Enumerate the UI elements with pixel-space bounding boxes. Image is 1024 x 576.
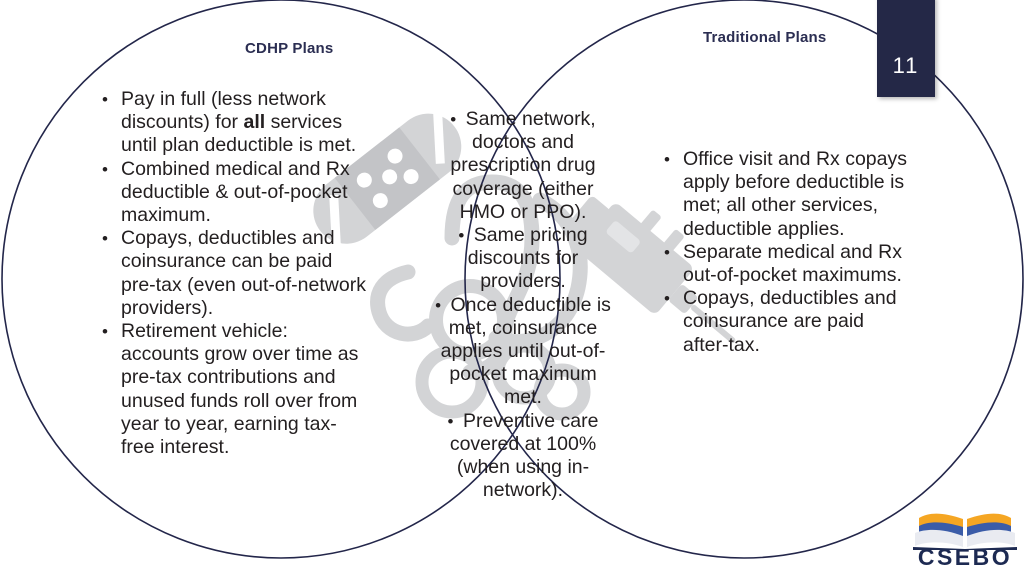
list-item: Same network, doctors and prescription d… bbox=[428, 108, 618, 224]
list-item: Copays, deductibles and coinsurance can … bbox=[98, 227, 366, 320]
bullet-list: Pay in full (less network discounts) for… bbox=[98, 88, 366, 459]
list-item: Copays, deductibles and coinsurance are … bbox=[660, 287, 910, 357]
list-item: Once deductible is met, coinsurance appl… bbox=[428, 294, 618, 410]
logo-wordmark: CSEBO bbox=[917, 544, 1013, 570]
item-text: Retirement vehicle: accounts grow over t… bbox=[121, 320, 359, 459]
bullet-list: Same network, doctors and prescription d… bbox=[428, 108, 618, 502]
bullet-list: Office visit and Rx copays apply before … bbox=[660, 148, 910, 357]
item-text: Same pricing discounts for providers. bbox=[467, 224, 588, 293]
item-text: Copays, deductibles and coinsurance can … bbox=[121, 227, 366, 319]
item-text: Copays, deductibles and coinsurance are … bbox=[683, 287, 897, 356]
page-number-label: 11 bbox=[892, 53, 920, 78]
csebo-logo: CSEBO bbox=[913, 506, 1017, 572]
list-item: Retirement vehicle: accounts grow over t… bbox=[98, 320, 366, 459]
emphasis-text: all bbox=[243, 111, 266, 134]
item-text: Once deductible is met, coinsurance appl… bbox=[440, 293, 611, 409]
shared-features-list: Same network, doctors and prescription d… bbox=[428, 108, 618, 502]
list-item: Combined medical and Rx deductible & out… bbox=[98, 158, 366, 228]
list-item: Preventive care covered at 100% (when us… bbox=[428, 410, 618, 503]
list-item: Office visit and Rx copays apply before … bbox=[660, 148, 910, 241]
item-text: Office visit and Rx copays apply before … bbox=[683, 148, 907, 240]
traditional-plans-list: Office visit and Rx copays apply before … bbox=[660, 148, 910, 357]
item-text: Preventive care covered at 100% (when us… bbox=[449, 409, 599, 502]
item-text: Separate medical and Rx out-of-pocket ma… bbox=[683, 240, 902, 287]
cdhp-plans-list: Pay in full (less network discounts) for… bbox=[98, 88, 366, 459]
item-text: Same network, doctors and prescription d… bbox=[450, 108, 596, 223]
open-book-icon bbox=[913, 513, 1017, 550]
item-text: Combined medical and Rx deductible & out… bbox=[121, 157, 350, 227]
list-item: Pay in full (less network discounts) for… bbox=[98, 88, 366, 158]
item-text: Pay in full (less network discounts) for bbox=[121, 88, 326, 134]
venn-title-left: CDHP Plans bbox=[245, 40, 334, 57]
item-text: services until plan deductible is met. bbox=[121, 111, 357, 157]
venn-title-right: Traditional Plans bbox=[703, 29, 827, 46]
page-number-badge: 11 bbox=[877, 0, 935, 97]
list-item: Same pricing discounts for providers. bbox=[428, 224, 618, 294]
list-item: Separate medical and Rx out-of-pocket ma… bbox=[660, 241, 910, 287]
